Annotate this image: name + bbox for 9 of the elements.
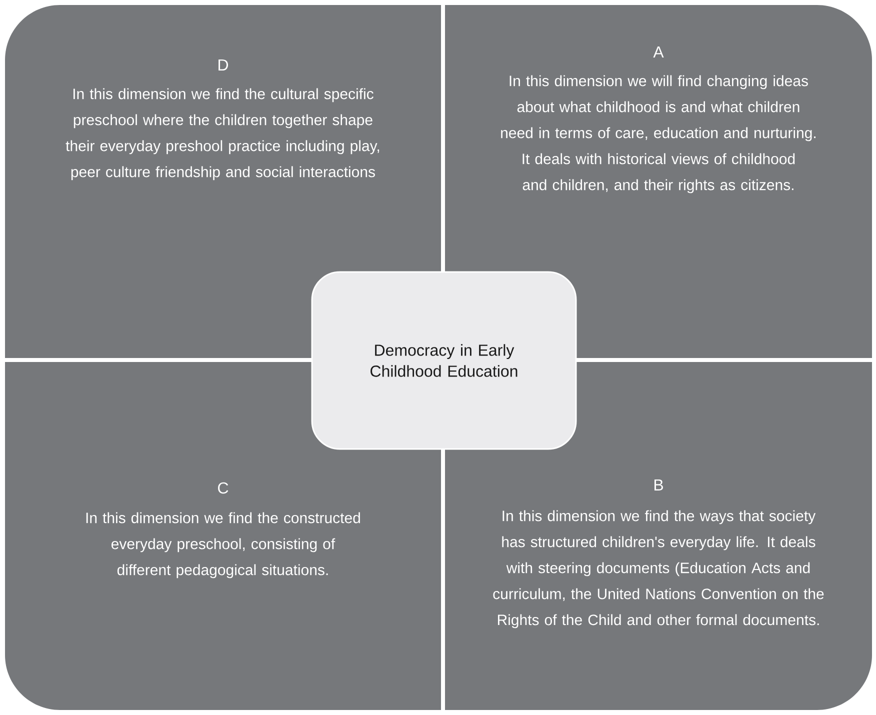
- panel-letter: D: [218, 60, 228, 70]
- center-box: Democracy in Early Childhood Education: [311, 271, 577, 450]
- panel-description: In this dimension we find the ways that society has structured children's everyday life. It deals with steering documents (Education Acts and curriculum, the United Nations Convention on the Rights of the Child and other formal documents.: [493, 510, 824, 628]
- panel-description: In this dimension we find the cultural specific preschool where the children together shape their everyday preshool practice including play, peer culture friendship and social interactions: [66, 88, 380, 180]
- panel-letter: B: [654, 480, 663, 490]
- panel-description: In this dimension we will find changing ideas about what childhood is and what children need in terms of care, education and nurturing. It deals with historical views of childhood and children, and their rights as citizens.: [501, 75, 816, 194]
- panel-letter: A: [653, 46, 664, 58]
- panel-letter: C: [218, 482, 228, 494]
- panel-description: In this dimension we find the constructed everyday preschool, consisting of different pedagogical situations.: [86, 512, 360, 578]
